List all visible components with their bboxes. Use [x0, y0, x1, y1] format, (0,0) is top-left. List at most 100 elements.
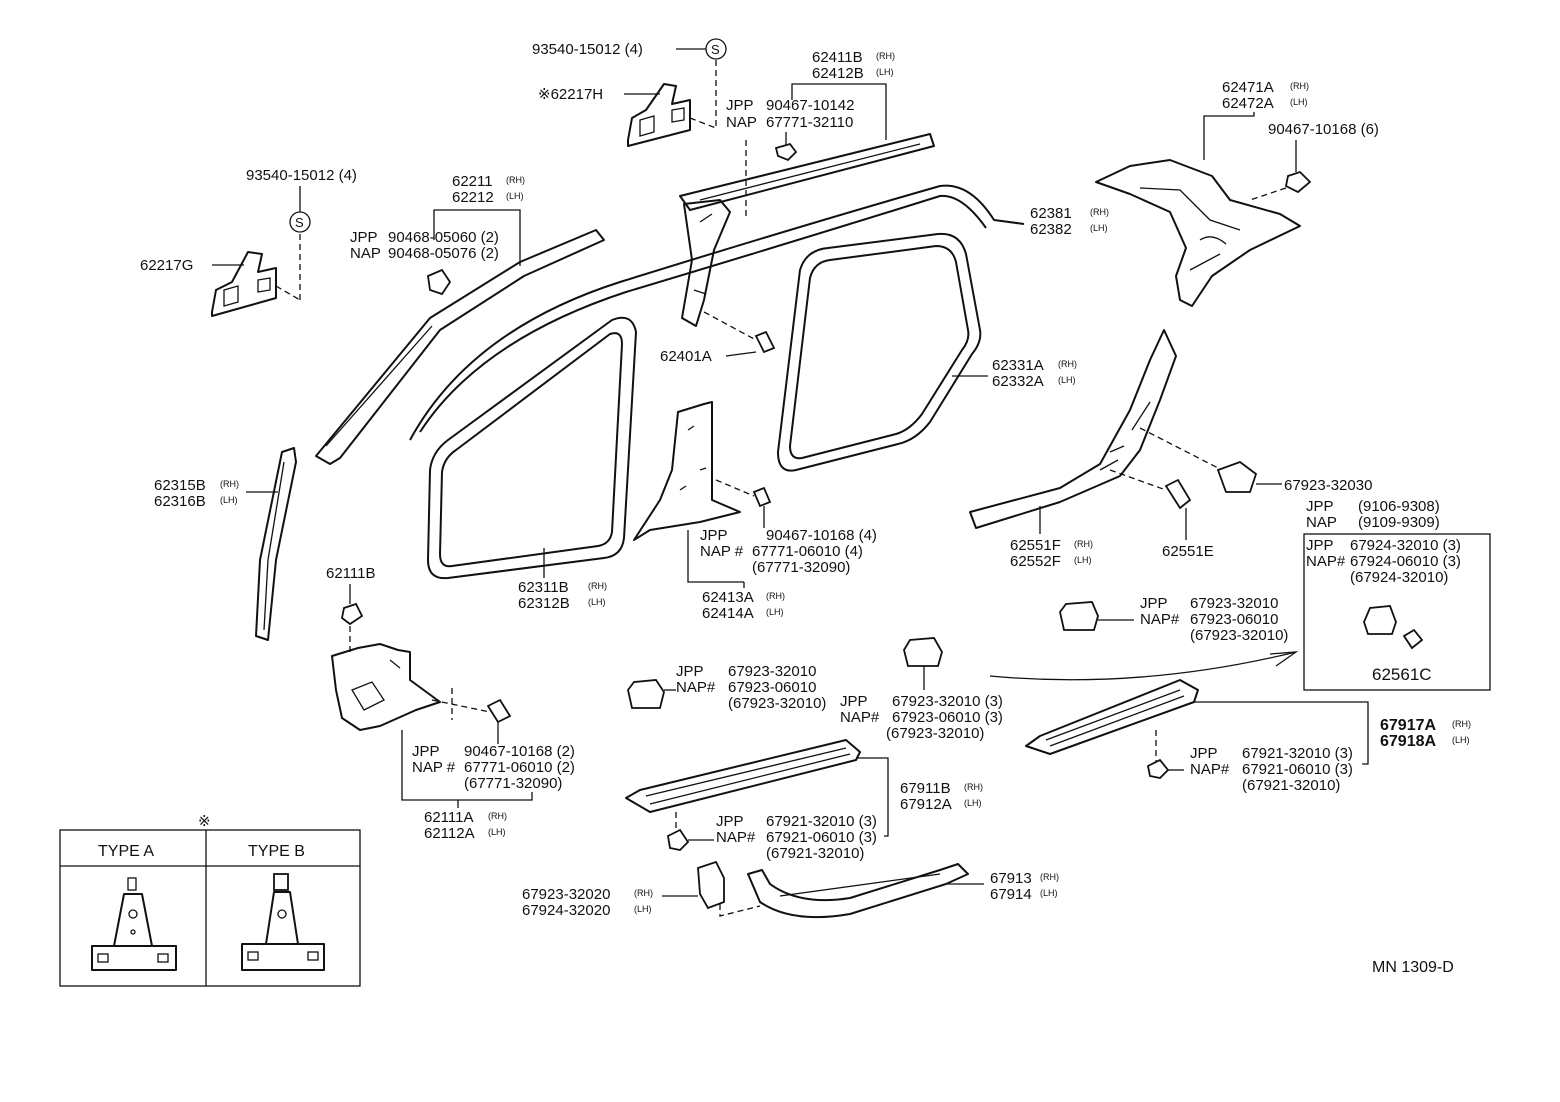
label-mclip-alt: (67923-32010)	[886, 725, 984, 742]
leader-62471A	[1203, 112, 1255, 160]
label-rstep-alt: (67921-32010)	[1242, 777, 1340, 794]
clip-62561C-box-group: JPP (9106-9308) NAP (9109-9309) JPP 6792…	[989, 498, 1491, 691]
label-62212: 62212	[452, 189, 494, 206]
label-62414A-lh: (LH)	[766, 607, 784, 617]
type-a-slot-right	[157, 953, 169, 963]
label-jpp2-part: 90468-05060 (2)	[388, 229, 499, 246]
label-62471A: 62471A	[1222, 79, 1274, 96]
label-alt5-part: (67771-32090)	[464, 775, 562, 792]
label-62111A-rh: (RH)	[488, 811, 507, 821]
leader-62401A	[725, 351, 757, 357]
label-range-nap: NAP	[1306, 514, 1337, 531]
center-pillar-lower-62413A-group: 90467-10168 (4) JPP NAP # 67771-06010 (4…	[633, 401, 877, 622]
front-door-seal-62311B	[427, 316, 637, 580]
label-fstep-nap: NAP#	[716, 829, 756, 846]
type-b-slot-right	[307, 951, 319, 961]
label-nap2-part: 90468-05076 (2)	[388, 245, 499, 262]
legend-type-a-heading: TYPE A	[98, 843, 154, 860]
label-rclip-jpp: JPP	[1140, 595, 1168, 612]
clip-90467-10168-center	[752, 486, 772, 508]
label-62111A: 62111A	[424, 809, 474, 826]
type-a-stud	[127, 877, 137, 891]
legend-type-b-heading: TYPE B	[248, 843, 305, 860]
label-fstep-jpp: JPP	[716, 813, 744, 830]
retainer-67923-32020	[697, 860, 725, 910]
s-mark-text-top: S	[711, 42, 720, 57]
type-b-base	[241, 943, 325, 971]
type-a-plate	[113, 893, 153, 947]
label-62217H: ※62217H	[538, 86, 603, 103]
dash-90467-4	[715, 479, 755, 497]
pillar-garnish-62315B-group: 62315B (RH) 62316B (LH)	[154, 447, 297, 641]
label-67913-rh: (RH)	[1040, 872, 1059, 882]
label-box-alt-part: (67924-32010)	[1350, 569, 1448, 586]
clip-67923-left-group: JPP 67923-32010 NAP# 67923-06010 (67923-…	[627, 663, 826, 712]
label-62112A: 62112A	[424, 825, 475, 842]
label-67912A-lh: (LH)	[964, 798, 982, 808]
legend-box	[59, 829, 361, 987]
front-scuff-67911B-group: 67911B (RH) 67912A (LH) JPP 67921-32010 …	[625, 739, 983, 862]
label-fstep-alt: (67921-32010)	[766, 845, 864, 862]
label-62112A-lh: (LH)	[488, 827, 506, 837]
quarter-lower-62551F-group: 67923-32030 62551E 62551F (RH) 62552F (L…	[969, 329, 1372, 570]
label-mclip-nap-part: 67923-06010 (3)	[892, 709, 1003, 726]
label-nap4-part: 67771-06010 (4)	[752, 543, 863, 560]
rear-scuff-67917A-ribs	[1045, 689, 1185, 747]
rear-door-seal-62331A-inner	[789, 245, 970, 460]
label-67923-32020: 67923-32020	[522, 886, 610, 903]
label-67918A: 67918A	[1380, 733, 1436, 750]
label-mclip-jpp: JPP	[840, 693, 868, 710]
label-nap4-code: NAP #	[700, 543, 744, 560]
label-rclip-nap-part: 67923-06010	[1190, 611, 1278, 628]
quarter-lower-detail	[1099, 401, 1151, 471]
bracket-62217G	[211, 251, 277, 317]
label-62551F-rh: (RH)	[1074, 539, 1093, 549]
label-67918A-lh: (LH)	[1452, 735, 1470, 745]
label-box-jpp: JPP	[1306, 537, 1334, 554]
quarter-lower-62551F	[969, 329, 1177, 529]
label-62382: 62382	[1030, 221, 1072, 238]
label-62211-rh: (RH)	[506, 175, 525, 185]
label-62413A-rh: (RH)	[766, 591, 785, 601]
roof-rail-62411B-group: 62411B (RH) 62412B (LH) JPP 90467-10142 …	[679, 49, 935, 218]
front-pillar-62211-inner	[325, 325, 433, 447]
label-box-nap: NAP#	[1306, 553, 1346, 570]
center-pillar-upper-detail	[693, 213, 713, 295]
rear-door-seal-62331A	[777, 232, 982, 472]
label-62411B: 62411B	[812, 49, 863, 66]
label-62315B: 62315B	[154, 477, 206, 494]
legend-note-mark: ※	[198, 813, 211, 830]
bracket-62217H	[627, 83, 691, 147]
label-90467-4: 90467-10168 (4)	[766, 527, 877, 544]
rear-scuff-67917A	[1025, 679, 1199, 755]
front-door-seal-62311B-inner	[439, 332, 623, 568]
leader-62211	[433, 209, 521, 266]
label-box-jpp-part: 67924-32010 (3)	[1350, 537, 1461, 554]
label-62471A-rh: (RH)	[1290, 81, 1309, 91]
clip-67923-left	[627, 679, 665, 709]
label-rstep-jpp: JPP	[1190, 745, 1218, 762]
label-62217G: 62217G	[140, 257, 193, 274]
label-lclip-nap: NAP#	[676, 679, 716, 696]
cowl-trim-62111A-group: 62111B JPP 90467-10168 (2) NAP # 67771-0…	[326, 565, 575, 842]
dash-62217H	[689, 117, 717, 129]
dash-90467-6	[1249, 187, 1287, 201]
label-62331A-rh: (RH)	[1058, 359, 1077, 369]
roof-rail-62411B	[679, 133, 935, 211]
label-mclip-nap: NAP#	[840, 709, 880, 726]
label-93540-left: 93540-15012 (4)	[246, 167, 357, 184]
cowl-trim-62111A	[331, 643, 441, 731]
s-mark-text-left: S	[295, 215, 304, 230]
clip-67924-32010	[1363, 605, 1397, 635]
bolt-93540-left-group: 93540-15012 (4) S 62217G	[140, 167, 357, 317]
label-62472A: 62472A	[1222, 95, 1274, 112]
label-range-jpp: JPP	[1306, 498, 1334, 515]
label-67924-32020-lh: (LH)	[634, 904, 652, 914]
dash-67923-32030	[1139, 427, 1223, 471]
center-pillar-lower-62413A	[633, 401, 741, 541]
clip-67923-middle	[903, 637, 943, 667]
label-lclip-jpp-part: 67923-32010	[728, 663, 816, 680]
center-pillar-lower-detail	[679, 425, 707, 491]
clip-62111B	[341, 602, 364, 626]
clip-62561C	[1402, 628, 1424, 650]
